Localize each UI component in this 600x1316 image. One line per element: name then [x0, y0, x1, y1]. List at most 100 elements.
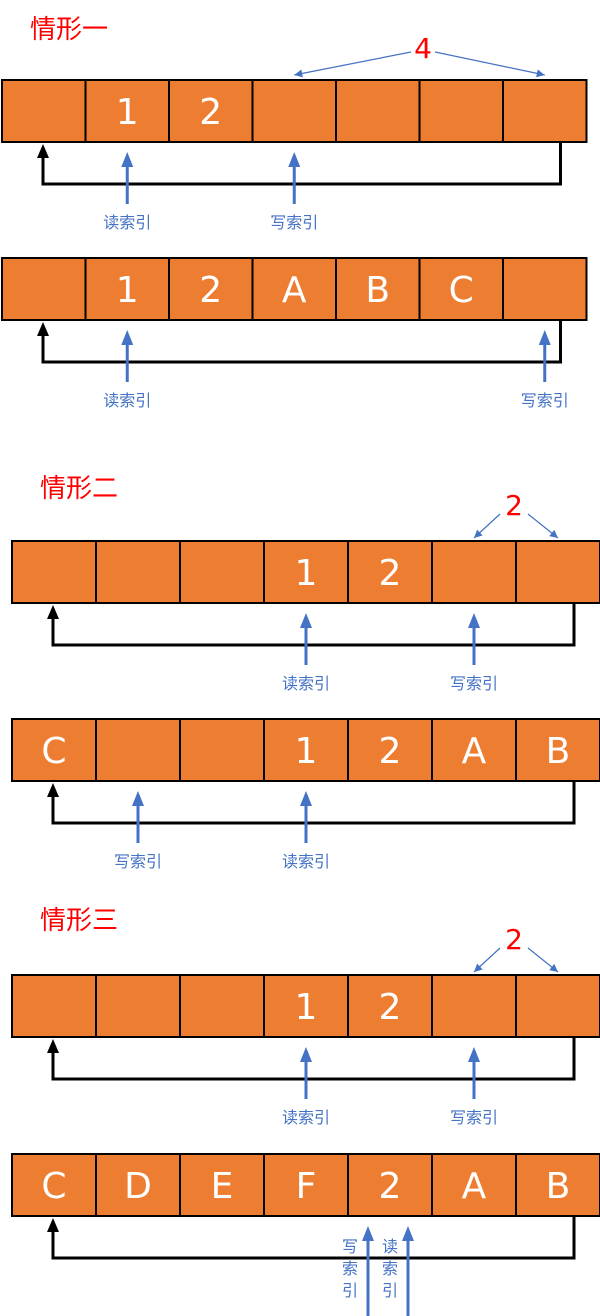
cell-value: B — [546, 731, 571, 772]
cell-value: 2 — [379, 731, 402, 772]
pointer-arrow-head — [121, 152, 134, 167]
pointer-label: 写索引 — [114, 852, 162, 871]
scenario-title: 情形一 — [30, 15, 108, 45]
buffer-cell — [347, 540, 433, 604]
buffer-cell — [168, 79, 254, 143]
pointer-label: 读索引 — [103, 391, 151, 410]
buffer-cell — [1, 79, 87, 143]
pointer-label-char: 索 — [342, 1259, 358, 1278]
wrap-around-arrow — [41, 320, 562, 364]
buffer-cell — [515, 1153, 600, 1217]
scenario-title: 情形二 — [40, 474, 118, 504]
cell-value: C — [41, 731, 66, 772]
pointer-label-char: 写 — [342, 1237, 358, 1256]
count-arrow — [294, 51, 412, 76]
free-count-label: 4 — [414, 32, 432, 65]
pointer-label-char: 引 — [342, 1281, 358, 1300]
buffer-cell — [515, 974, 600, 1038]
wrap-around-arrow-head — [37, 322, 49, 336]
count-arrow — [434, 51, 545, 76]
buffer-cell — [502, 257, 588, 321]
buffer-cell — [431, 974, 517, 1038]
pointer-label-char: 引 — [382, 1281, 398, 1300]
buffer-cell — [168, 257, 254, 321]
buffer-cell — [95, 718, 181, 782]
cell-value: 2 — [199, 270, 222, 311]
pointer-arrow-head — [468, 1047, 480, 1062]
buffer-cell — [84, 257, 170, 321]
cell-value: A — [282, 270, 307, 311]
wrap-around-arrow-head — [47, 605, 59, 619]
buffer-cell — [431, 1153, 517, 1217]
pointer-arrow-head — [402, 1226, 414, 1241]
buffer-cell — [1, 257, 87, 321]
buffer-cell — [179, 540, 265, 604]
count-arrow-head — [294, 69, 303, 78]
buffer-cell — [431, 718, 517, 782]
pointer-arrow-head — [288, 152, 301, 167]
pointer-arrow-head — [132, 791, 144, 806]
cell-value: 1 — [295, 731, 318, 772]
pointer-label: 读索引 — [282, 1108, 330, 1127]
buffer-cell — [84, 79, 170, 143]
pointer-label: 写索引 — [270, 213, 318, 232]
pointer-arrow-head — [121, 330, 134, 345]
free-count-label: 2 — [505, 923, 523, 956]
wrap-around-arrow-head — [47, 1218, 59, 1232]
buffer-cell — [11, 1153, 97, 1217]
pointer-label: 读索引 — [282, 674, 330, 693]
buffer-cell — [11, 974, 97, 1038]
pointer-arrow-head — [300, 1047, 312, 1062]
buffer-cell — [179, 718, 265, 782]
wrap-around-arrow — [41, 142, 562, 186]
buffer-cell — [418, 79, 504, 143]
pointer-arrow-head — [300, 791, 312, 806]
cell-value: E — [211, 1166, 234, 1207]
cell-value: A — [462, 731, 487, 772]
cell-value: 2 — [379, 553, 402, 594]
wrap-around-arrow-head — [47, 783, 59, 797]
buffer-cell — [335, 79, 421, 143]
buffer-cell — [11, 540, 97, 604]
buffer-cell — [347, 974, 433, 1038]
wrap-around-arrow — [51, 603, 576, 647]
count-arrow-head — [536, 69, 545, 78]
wrap-around-arrow — [51, 1037, 576, 1081]
wrap-around-arrow-head — [47, 1039, 59, 1053]
buffer-cell — [179, 1153, 265, 1217]
buffer-cell — [95, 540, 181, 604]
pointer-label: 读索引 — [103, 213, 151, 232]
wrap-around-arrow-head — [37, 144, 49, 158]
buffer-cell — [263, 1153, 349, 1217]
pointer-arrow-head — [362, 1226, 374, 1241]
scenario-title: 情形三 — [40, 906, 118, 936]
cell-value: F — [296, 1166, 317, 1207]
cell-value: 1 — [295, 553, 318, 594]
cell-value: C — [41, 1166, 66, 1207]
buffer-cell — [251, 79, 337, 143]
pointer-label: 读索引 — [282, 852, 330, 871]
wrap-around-arrow — [51, 781, 576, 825]
count-arrow-head — [474, 529, 483, 538]
cell-value: B — [365, 270, 390, 311]
buffer-cell — [263, 718, 349, 782]
wrap-around-arrow — [51, 1216, 576, 1260]
buffer-cell — [502, 79, 588, 143]
buffer-cell — [515, 718, 600, 782]
cell-value: 2 — [379, 987, 402, 1028]
count-arrow-head — [549, 529, 558, 538]
cell-value: 2 — [199, 92, 222, 133]
cell-value: B — [546, 1166, 571, 1207]
count-arrow-head — [549, 963, 558, 972]
cell-value: 2 — [379, 1166, 402, 1207]
buffer-cell — [431, 540, 517, 604]
buffer-cell — [515, 540, 600, 604]
buffer-cell — [95, 1153, 181, 1217]
cell-value: A — [462, 1166, 487, 1207]
